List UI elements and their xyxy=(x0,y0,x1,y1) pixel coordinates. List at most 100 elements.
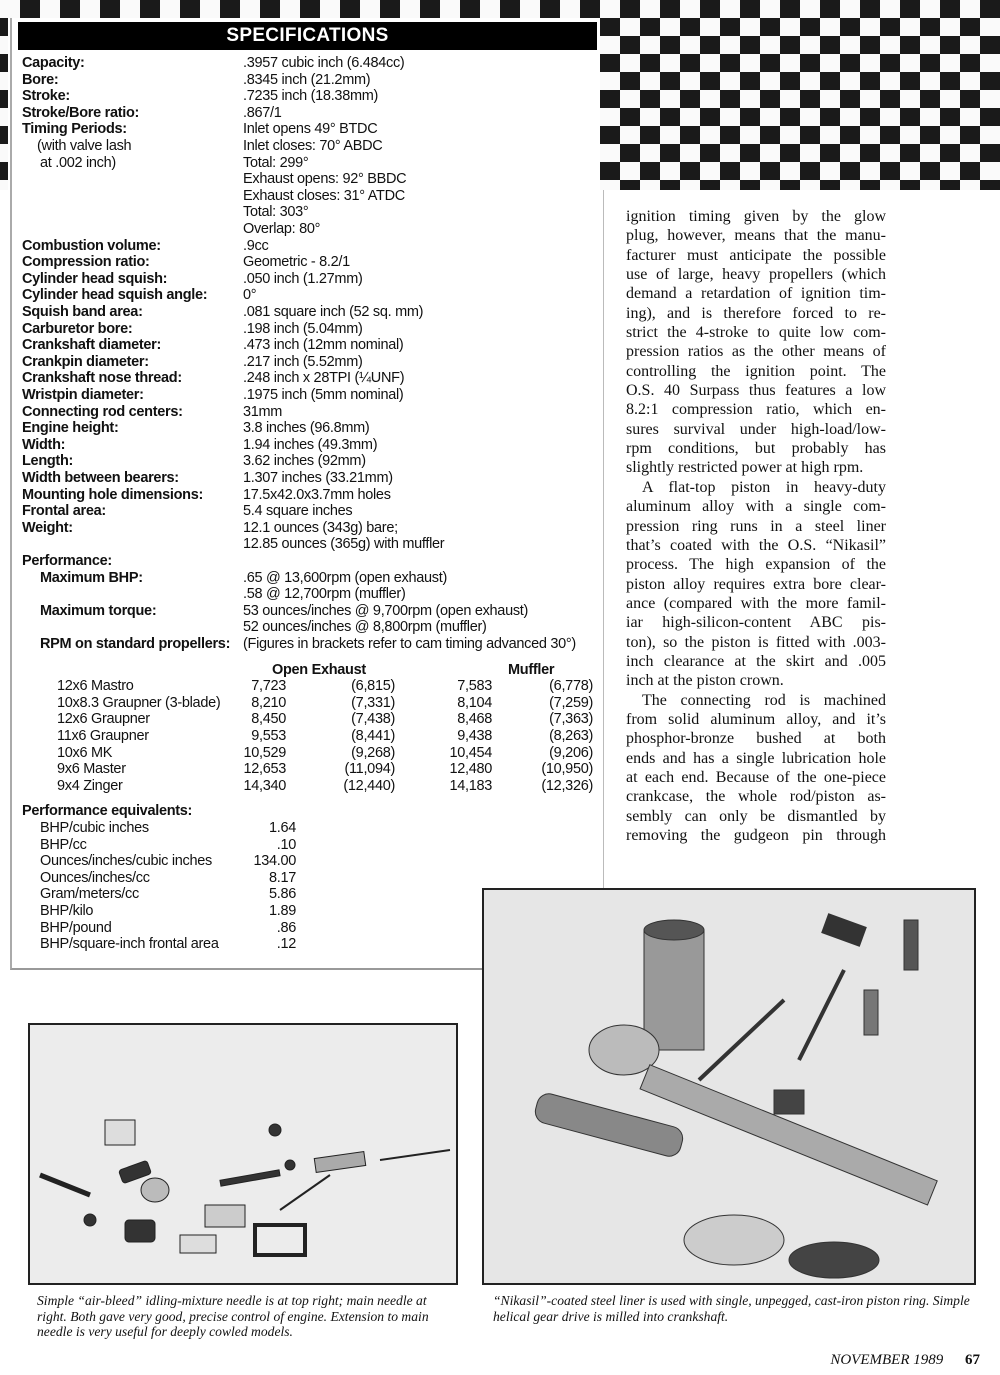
article-line: plug, however, means that the manu- xyxy=(626,227,886,245)
equivalent-value: 134.00 xyxy=(253,853,296,870)
spec-label: Capacity: xyxy=(22,55,85,71)
prop-rpm-open: 8,210 xyxy=(251,694,286,711)
prop-rpm-open-advanced: (12,440) xyxy=(343,777,395,794)
article-line: facturer must anticipate the possible xyxy=(626,246,886,264)
spec-sublabel: at .002 inch) xyxy=(40,154,116,171)
spec-label: Maximum BHP: xyxy=(40,569,143,586)
prop-rpm-open: 7,723 xyxy=(251,678,286,695)
article-line: demand a retardation of ignition tim- xyxy=(626,285,886,303)
prop-name: 12x6 Graupner xyxy=(57,711,150,728)
specifications-title: SPECIFICATIONS xyxy=(18,22,597,50)
prop-name: 9x6 Master xyxy=(57,761,126,778)
article-line: 8.2:1 compression ratio, which en- xyxy=(626,401,886,419)
spec-label: Mounting hole dimensions: xyxy=(22,486,203,503)
article-line: ance (compared with the more famil- xyxy=(626,594,886,612)
article-line: pression ring runs in a steel liner xyxy=(626,517,886,535)
spec-value: Geometric - 8.2/1 xyxy=(243,254,350,271)
spec-label: Compression ratio: xyxy=(22,254,150,271)
article-line: that’s coated with the O.S. “Nikasil” xyxy=(626,536,886,554)
spec-value: .198 inch (5.04mm) xyxy=(243,320,363,337)
spec-value: .9cc xyxy=(243,237,269,254)
equivalent-value: 1.89 xyxy=(268,903,296,919)
article-line: sures survival under high-load/low- xyxy=(626,420,886,438)
spec-value: 31mm xyxy=(243,403,283,420)
spec-value: .867/1 xyxy=(243,104,282,121)
spec-label: Engine height: xyxy=(22,420,119,437)
prop-rpm-open-advanced: (9,268) xyxy=(351,744,395,761)
spec-label: Width between bearers: xyxy=(22,470,179,486)
article-line: rpm conditions, but probably has xyxy=(626,440,886,458)
article-line: slightly restricted power at high rpm. xyxy=(626,459,864,477)
equivalents-title: Performance equivalents: xyxy=(22,803,193,820)
prop-rpm-open: 12,653 xyxy=(243,761,286,778)
equivalent-label: BHP/cc xyxy=(40,836,87,853)
prop-name: 10x6 MK xyxy=(57,744,113,761)
spec-value: 12.85 ounces (365g) with muffler xyxy=(243,536,445,553)
equivalent-label: BHP/kilo xyxy=(40,903,94,919)
article-line: A flat-top piston in heavy-duty xyxy=(642,478,886,496)
equivalent-label: BHP/cubic inches xyxy=(40,820,149,836)
prop-rpm-open-advanced: (7,438) xyxy=(351,711,395,728)
spec-value: 53 ounces/inches @ 9,700rpm (open exhaus… xyxy=(243,602,529,619)
spec-value: Total: 299° xyxy=(243,154,309,171)
prop-header-open-exhaust: Open Exhaust xyxy=(272,661,366,678)
spec-value: .248 inch x 28TPI (¼UNF) xyxy=(243,370,405,387)
prop-rpm-muffler: 10,454 xyxy=(449,744,492,761)
equivalent-value: .10 xyxy=(276,836,297,853)
article-line: controlling the ignition point. The xyxy=(626,362,886,380)
article-line: The connecting rod is machined xyxy=(642,691,886,709)
spec-label: Stroke/Bore ratio: xyxy=(22,104,140,121)
specifications-box xyxy=(10,18,600,970)
prop-rpm-muffler-advanced: (6,778) xyxy=(549,678,593,695)
spec-label: Frontal area: xyxy=(22,503,106,520)
prop-name: 12x6 Mastro xyxy=(57,678,134,695)
spec-value: 3.8 inches (96.8mm) xyxy=(243,420,370,437)
equivalent-value: .86 xyxy=(276,919,297,936)
specifications-title-text: SPECIFICATIONS xyxy=(226,25,389,46)
spec-label: Length: xyxy=(22,453,74,470)
spec-value: 1.307 inches (33.21mm) xyxy=(243,470,393,486)
spec-value: .473 inch (12mm nominal) xyxy=(243,337,404,354)
spec-label: Weight: xyxy=(22,519,73,536)
checkered-border-right xyxy=(600,0,1000,190)
spec-value: .65 @ 13,600rpm (open exhaust) xyxy=(243,569,448,586)
article-line: process. The high expansion of the xyxy=(626,556,886,574)
spec-label: Maximum torque: xyxy=(40,602,157,619)
article-line: iar high-silicon-content ABC pis- xyxy=(626,614,886,632)
prop-rpm-muffler: 9,438 xyxy=(457,728,492,744)
spec-value: 52 ounces/inches @ 8,800rpm (muffler) xyxy=(243,619,487,636)
equivalent-value: 1.64 xyxy=(268,820,296,836)
spec-value: Inlet closes: 70° ABDC xyxy=(243,138,383,154)
prop-name: 9x4 Zinger xyxy=(57,777,123,794)
spec-label: Wristpin diameter: xyxy=(22,387,144,403)
prop-rpm-muffler: 8,104 xyxy=(457,694,492,711)
prop-rpm-open-advanced: (8,441) xyxy=(351,728,395,744)
prop-rpm-muffler-advanced: (7,259) xyxy=(549,694,593,711)
spec-label: Width: xyxy=(22,436,66,453)
caption-right-photo: “Nikasil”-coated steel liner is used wit… xyxy=(493,1293,970,1324)
spec-label: Cylinder head squish angle: xyxy=(22,287,208,304)
spec-value: .58 @ 12,700rpm (muffler) xyxy=(243,586,406,603)
prop-rpm-open: 10,529 xyxy=(243,744,286,761)
prop-rpm-muffler: 8,468 xyxy=(457,711,492,728)
spec-value: 0° xyxy=(243,287,257,304)
column-divider xyxy=(603,190,604,890)
spec-value: Total: 303° xyxy=(243,204,309,221)
spec-value: 5.4 square inches xyxy=(243,503,353,520)
prop-name: 10x8.3 Graupner (3-blade) xyxy=(57,694,221,711)
spec-label: Performance: xyxy=(22,553,112,569)
article-line: ing), and is therefore forced to re- xyxy=(626,304,886,322)
spec-label: Timing Periods: xyxy=(22,121,127,138)
equivalent-label: Gram/meters/cc xyxy=(40,886,139,903)
spec-label: Bore: xyxy=(22,71,59,88)
spec-sublabel: (with valve lash xyxy=(37,138,132,154)
caption-left-photo: Simple “air-bleed” idling-mixture needle… xyxy=(37,1293,429,1339)
article-line: piston alloy requires extra bore clear- xyxy=(626,575,886,593)
article-line: O.S. 40 Surpass thus features a low xyxy=(626,382,886,400)
prop-rpm-open-advanced: (7,331) xyxy=(351,694,395,711)
equivalent-label: Ounces/inches/cubic inches xyxy=(40,853,212,870)
equivalent-label: BHP/square-inch frontal area xyxy=(40,936,219,953)
article-line: sembly can only be dismantled by xyxy=(626,807,886,825)
spec-label: Combustion volume: xyxy=(22,237,161,254)
spec-value: .050 inch (1.27mm) xyxy=(243,270,363,287)
